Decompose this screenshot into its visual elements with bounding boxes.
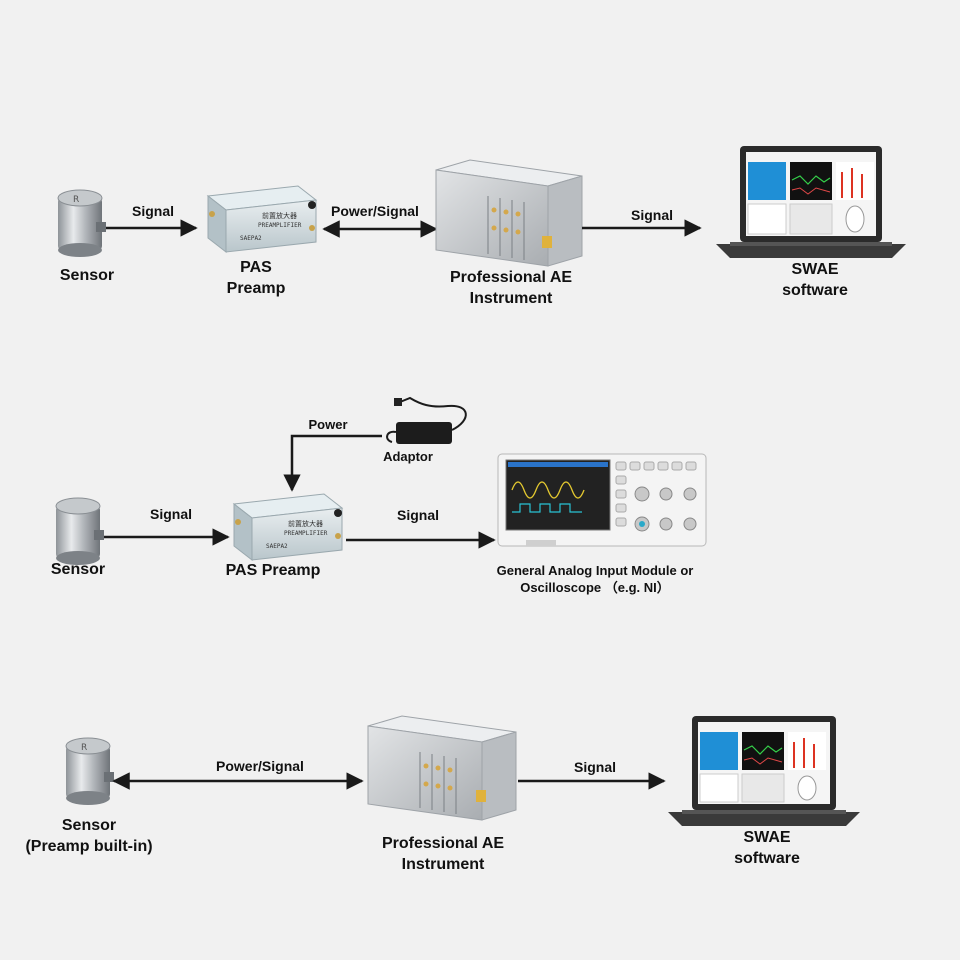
link-label-signal-2: Signal [630,207,673,223]
scope-label-line1: General Analog Input Module or [496,563,694,578]
preamp2-model-print: SAEPA2 [266,543,288,550]
preamp-cn-print: 前置放大器 [262,211,297,220]
sensor-label-row1: Sensor [59,267,115,284]
adaptor-label: Adaptor [383,449,433,464]
instrument-label-line2: Instrument [469,289,553,307]
sensor-device-row1: R [57,189,106,257]
sensor-device-row2 [55,497,104,565]
adaptor-device [386,396,467,444]
link-label-power-signal-1: Power/Signal [331,203,419,219]
software-label-line1-row3: SWAE [743,829,791,846]
ae-instrument-device-row3 [367,715,517,821]
sensor-label-row2: Sensor [50,561,106,578]
sensor-label-line1: Sensor [61,817,117,834]
link-label-power: Power [308,417,348,432]
preamp-label-row2: PAS Preamp [225,562,321,579]
preamp-en-print: PREAMPLIFIER [258,222,302,229]
sensor-label-row3: Sensor (Preamp built-in) [16,816,162,858]
laptop-device-row3 [668,716,860,826]
preamp-model-print: SAEPA2 [240,235,262,242]
link-label-signal-3: Signal [149,506,192,522]
link-label-signal-4: Signal [396,507,439,523]
ae-instrument-device-row1 [435,159,583,267]
arrow-power [283,434,382,492]
software-label-row1: SWAE software [760,260,870,302]
sensor-device-row3: R [65,737,114,805]
software-label-line2-row3: software [734,849,800,867]
sensor-label-line2: (Preamp built-in) [25,837,153,855]
preamp-label-line1: PAS [240,259,272,276]
instrument-label-line2-row3: Instrument [401,855,485,873]
link-label-signal-1: Signal [131,203,174,219]
scope-label-line2: Oscilloscope （e.g. NI） [520,579,670,595]
instrument-label-line1: Professional AE [449,269,573,286]
svg-text:R: R [81,743,87,753]
laptop-device-row1 [716,146,906,258]
svg-text:R: R [73,195,79,205]
software-label-row3: SWAE software [712,828,822,870]
preamp2-cn-print: 前置放大器 [288,519,323,528]
preamp-device-row1: 前置放大器 PREAMPLIFIER SAEPA2 [206,185,318,254]
instrument-label-line1-row3: Professional AE [381,835,505,852]
link-label-signal-5: Signal [573,759,616,775]
preamp2-en-print: PREAMPLIFIER [284,530,328,537]
oscilloscope-device [497,453,707,547]
scope-label: General Analog Input Module or Oscillosc… [480,563,710,597]
preamp-label-row1: PAS Preamp [206,258,306,300]
preamp-device-row2: 前置放大器 PREAMPLIFIER SAEPA2 [232,493,344,562]
link-label-power-signal-2: Power/Signal [216,758,304,774]
instrument-label-row1: Professional AE Instrument [436,268,586,310]
software-label-line2: software [782,281,848,299]
preamp-label-line2: Preamp [226,279,286,297]
software-label-line1: SWAE [791,261,839,278]
instrument-label-row3: Professional AE Instrument [368,834,518,876]
